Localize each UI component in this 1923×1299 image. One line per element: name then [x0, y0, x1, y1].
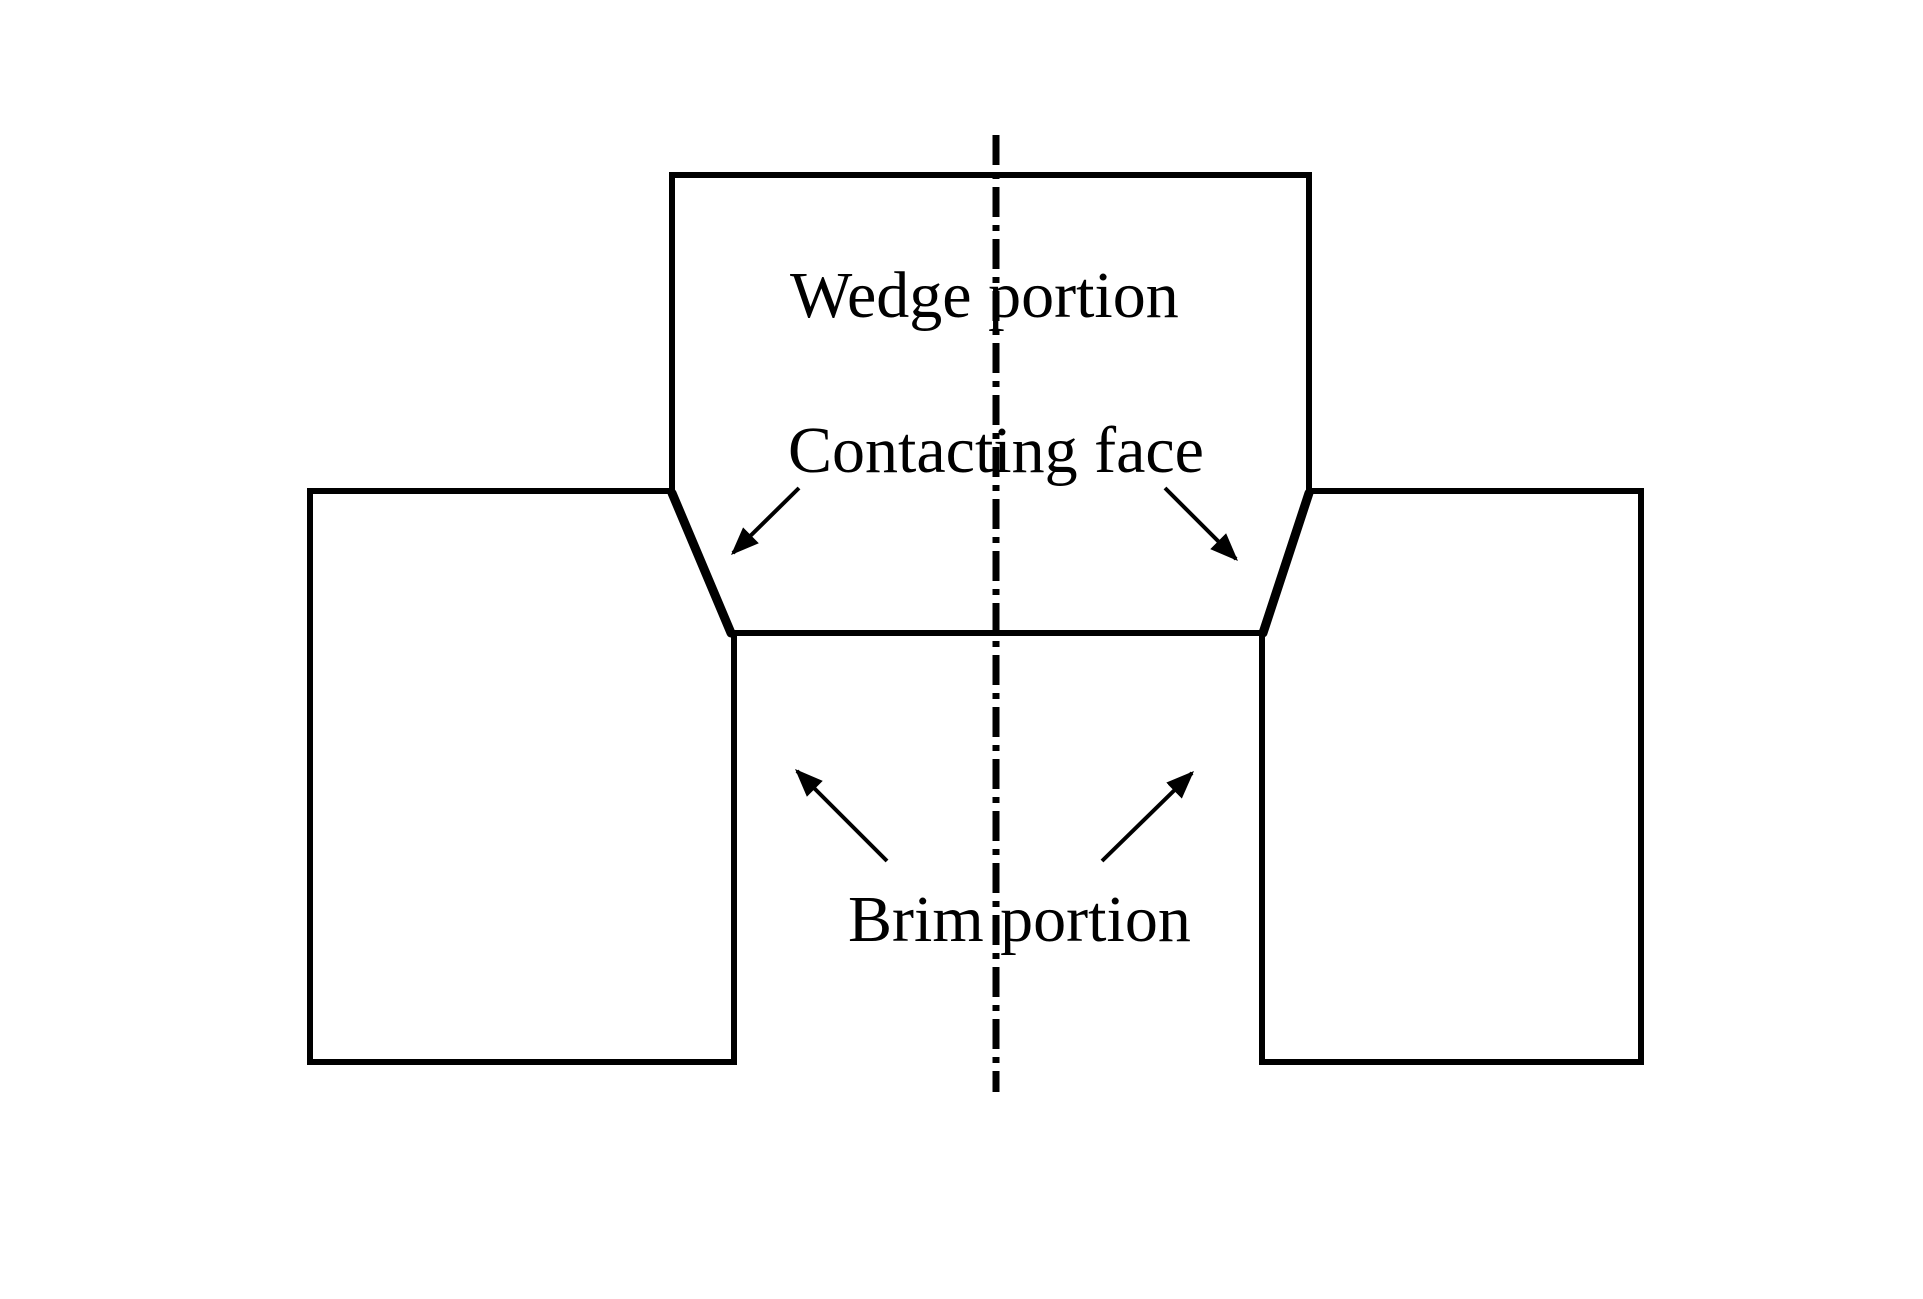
contacting-face-arrow-left: [731, 486, 801, 555]
contacting-face-right: [1258, 488, 1314, 638]
wedge-portion-label: Wedge portion: [790, 259, 1179, 332]
brim-portion-left-outline: [307, 488, 737, 1065]
wedge-portion-outline: [669, 172, 1312, 636]
contacting-face-arrow-right: [1163, 486, 1238, 561]
brim-portion-right-outline: [1259, 488, 1644, 1065]
contacting-face-label: Contacting face: [788, 414, 1204, 487]
contacting-face-left: [667, 488, 736, 638]
brim-portion-label: Brim portion: [848, 883, 1191, 956]
brim-portion-arrow-right: [1100, 771, 1195, 863]
brim-portion-arrow-left: [795, 769, 889, 863]
